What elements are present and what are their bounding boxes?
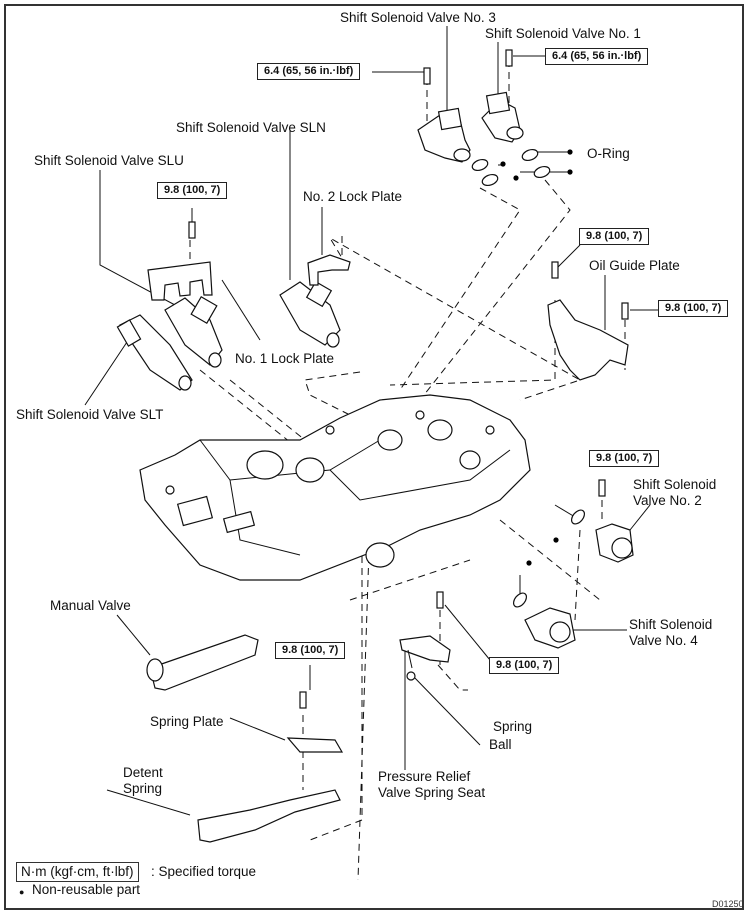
label-oil-guide-plate: Oil Guide Plate bbox=[589, 258, 680, 273]
label-no1-lock-plate: No. 1 Lock Plate bbox=[235, 351, 335, 366]
shift-solenoid-valve-no1-part bbox=[481, 91, 524, 143]
torque-box-ssv3: 6.4 (65, 56 in.·lbf) bbox=[257, 63, 361, 80]
label-no2-lock-plate: No. 2 Lock Plate bbox=[303, 189, 403, 204]
valve-body bbox=[139, 394, 531, 581]
o-rings bbox=[471, 148, 586, 608]
label-shift-solenoid-valve-slu: Shift Solenoid Valve SLU bbox=[34, 153, 184, 168]
torque-box-oil-guide-2: 9.8 (100, 7) bbox=[658, 300, 729, 317]
spring-seat-spring-ball bbox=[399, 635, 451, 681]
torque-box-ssv1: 6.4 (65, 56 in.·lbf) bbox=[545, 48, 649, 65]
leader-lines bbox=[85, 26, 658, 816]
oil-guide-plate-part bbox=[547, 299, 629, 381]
label-shift-solenoid-valve-no2-line2: Valve No. 2 bbox=[633, 493, 702, 508]
shift-solenoid-valve-sln-part bbox=[279, 280, 341, 348]
shift-solenoid-valve-no2-part bbox=[595, 523, 634, 563]
label-manual-valve: Manual Valve bbox=[50, 598, 131, 613]
detent-spring-part bbox=[197, 789, 341, 843]
torque-box-ssv2: 9.8 (100, 7) bbox=[589, 450, 660, 467]
bolts bbox=[188, 49, 629, 709]
label-shift-solenoid-valve-no2-line1: Shift Solenoid bbox=[633, 477, 717, 492]
label-shift-solenoid-valve-no4-line2: Valve No. 4 bbox=[629, 633, 698, 648]
torque-box-oil-guide-1: 9.8 (100, 7) bbox=[579, 228, 650, 245]
shift-solenoid-valve-slt-part bbox=[116, 314, 193, 391]
shift-solenoid-valve-no4-part bbox=[524, 607, 576, 649]
shift-solenoid-valve-slu-part bbox=[164, 296, 223, 368]
legend-nonreusable-desc: Non-reusable part bbox=[32, 882, 141, 897]
label-pressure-relief-line2: Valve Spring Seat bbox=[378, 785, 486, 800]
label-shift-solenoid-valve-no1: Shift Solenoid Valve No. 1 bbox=[485, 26, 641, 41]
legend-torque-desc: : Specified torque bbox=[151, 864, 257, 879]
manual-valve-part bbox=[146, 634, 259, 691]
legend-bullet-icon: ● bbox=[19, 887, 25, 897]
label-detent-spring-line2: Spring bbox=[123, 781, 163, 796]
label-ball: Ball bbox=[489, 737, 512, 752]
torque-box-lock-plate: 9.8 (100, 7) bbox=[157, 182, 228, 199]
torque-box-spring-seat: 9.8 (100, 7) bbox=[489, 657, 560, 674]
torque-box-spring-plate: 9.8 (100, 7) bbox=[275, 642, 346, 659]
label-shift-solenoid-valve-no3: Shift Solenoid Valve No. 3 bbox=[340, 10, 496, 25]
label-pressure-relief-line1: Pressure Relief bbox=[378, 769, 471, 784]
label-shift-solenoid-valve-sln: Shift Solenoid Valve SLN bbox=[176, 120, 326, 135]
label-shift-solenoid-valve-no4-line1: Shift Solenoid bbox=[629, 617, 713, 632]
shift-solenoid-valve-no3-part bbox=[417, 107, 471, 163]
label-shift-solenoid-valve-slt: Shift Solenoid Valve SLT bbox=[16, 407, 164, 422]
lock-plates bbox=[147, 254, 351, 301]
label-spring-plate: Spring Plate bbox=[150, 714, 224, 729]
spring-plate-part bbox=[286, 737, 344, 753]
label-detent-spring-line1: Detent bbox=[123, 765, 163, 780]
legend-torque-unit: N·m (kgf·cm, ft·lbf) bbox=[16, 862, 139, 882]
figure-code: D01250 bbox=[712, 899, 744, 909]
label-o-ring: O-Ring bbox=[587, 146, 630, 161]
label-spring: Spring bbox=[493, 719, 533, 734]
